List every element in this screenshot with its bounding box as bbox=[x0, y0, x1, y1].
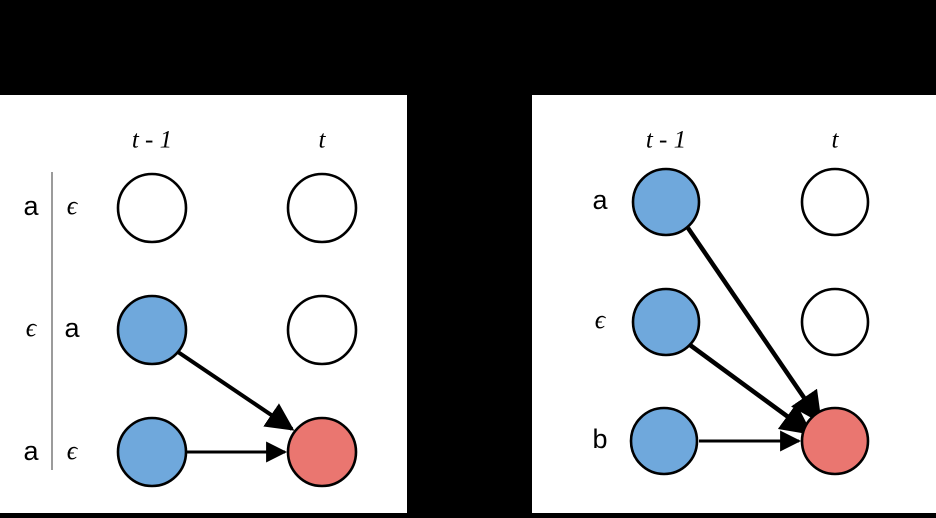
row-2-label-left: a bbox=[23, 436, 39, 466]
node-curr-row0[interactable] bbox=[286, 172, 358, 244]
row-2-label-right: ϵ bbox=[67, 436, 79, 465]
panel-right-graph: t - 1 t a ϵ b bbox=[592, 127, 870, 476]
node-curr-row2[interactable] bbox=[800, 406, 870, 476]
row-0-label-right: ϵ bbox=[67, 191, 79, 220]
row-0-label-left: a bbox=[592, 185, 608, 215]
node-prev-row2[interactable] bbox=[116, 416, 188, 488]
node-prev-row2[interactable] bbox=[629, 406, 699, 476]
panel-right: t - 1 t a ϵ b bbox=[532, 95, 936, 513]
node-prev-row0[interactable] bbox=[631, 167, 701, 237]
edge-prev-row1-to-target bbox=[176, 350, 295, 431]
row-1-label-left: ϵ bbox=[26, 313, 38, 342]
column-header-prev: t - 1 bbox=[646, 127, 686, 154]
edge-prev-row0-to-target bbox=[686, 226, 822, 424]
node-curr-row1[interactable] bbox=[286, 294, 358, 366]
panel-left-graph: t - 1 t a ϵ ϵ a a ϵ bbox=[23, 127, 358, 488]
row-2-label-left: b bbox=[592, 424, 607, 454]
row-0-label-left: a bbox=[23, 191, 39, 221]
panel-left: t - 1 t a ϵ ϵ a a ϵ bbox=[0, 95, 407, 513]
node-curr-row2[interactable] bbox=[286, 416, 358, 488]
column-header-curr: t bbox=[319, 127, 327, 154]
edge-prev-row1-to-target bbox=[688, 343, 813, 435]
node-prev-row0[interactable] bbox=[116, 172, 188, 244]
row-1-label-right: a bbox=[64, 313, 80, 343]
row-1-label-left: ϵ bbox=[595, 305, 607, 334]
node-prev-row1[interactable] bbox=[116, 294, 188, 366]
column-header-prev: t - 1 bbox=[132, 127, 172, 154]
node-curr-row1[interactable] bbox=[800, 287, 870, 357]
column-header-curr: t bbox=[832, 127, 840, 154]
node-prev-row1[interactable] bbox=[631, 287, 701, 357]
node-curr-row0[interactable] bbox=[800, 167, 870, 237]
